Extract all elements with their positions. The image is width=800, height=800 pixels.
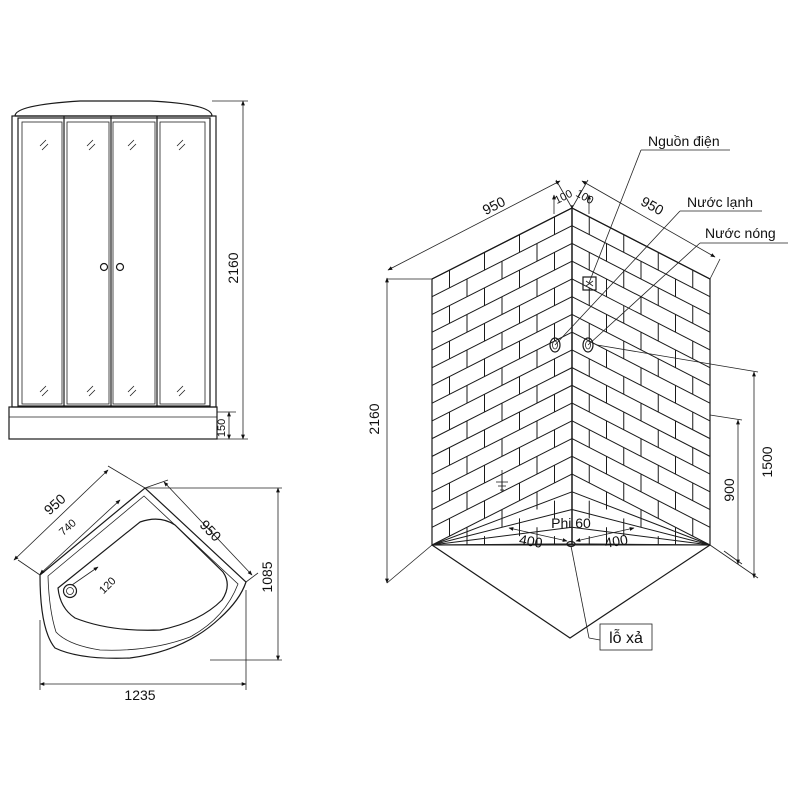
plan-inner-dimension — [39, 499, 121, 575]
plan-drain-offset-label: 120 — [97, 575, 118, 596]
plan-basin — [57, 518, 228, 631]
plan-side-b-dimension — [163, 481, 253, 576]
right-door-handle — [115, 262, 125, 272]
left-door-panel — [66, 121, 110, 405]
glass-reflection-marks — [39, 139, 186, 397]
plan-side-a-dimension — [13, 469, 109, 561]
plan-inner-label: 740 — [57, 517, 79, 538]
front-roof — [14, 100, 213, 117]
iso-drain-right-label: 400 — [603, 531, 629, 551]
front-frame — [11, 115, 217, 408]
hot-water-label: Nước nóng — [705, 225, 776, 241]
left-wall-bricks — [431, 216, 573, 546]
iso-right-width-label: 950 — [638, 193, 666, 218]
right-wall-bricks — [571, 216, 711, 546]
right-fixed-panel — [159, 121, 206, 405]
plan-view: 950 740 950 120 1085 1235 — [13, 465, 282, 703]
drain-label-box — [599, 623, 653, 651]
left-fixed-panel — [21, 121, 63, 405]
front-height-label: 2160 — [225, 252, 241, 283]
drain-label: lỗ xả — [609, 628, 643, 647]
front-view: 2160 150 — [8, 100, 248, 440]
plan-side-a-label: 950 — [41, 490, 69, 518]
iso-drain-diameter-label: Phi 60 — [551, 515, 591, 531]
plan-tray-outline — [39, 487, 247, 659]
plan-depth-label: 1085 — [259, 561, 275, 592]
iso-supply-height-label: 1500 — [759, 446, 775, 477]
iso-offset-left-label: 100 — [553, 188, 575, 207]
hot-water-inlet — [582, 337, 594, 353]
iso-offset-right-label: 100 — [574, 188, 596, 207]
cold-water-label: Nước lạnh — [687, 194, 753, 210]
power-socket — [582, 276, 597, 291]
right-door-panel — [112, 121, 156, 405]
base-height-label: 150 — [216, 419, 228, 437]
left-door-handle — [99, 262, 109, 272]
plan-drain-offset-dimension — [71, 566, 99, 586]
front-base-tray — [8, 406, 218, 440]
iso-floor-edges — [431, 544, 711, 639]
ground-symbol — [496, 470, 508, 491]
cold-water-inlet — [549, 337, 561, 353]
iso-right-width-dimension — [581, 180, 716, 258]
iso-left-width-dimension — [387, 180, 561, 271]
iso-left-width-label: 950 — [480, 193, 508, 218]
plan-width-label: 1235 — [124, 687, 155, 703]
power-label: Nguồn điện — [648, 133, 720, 149]
iso-height-label: 2160 — [366, 403, 382, 434]
iso-drain-left-label: 400 — [518, 531, 544, 551]
iso-mixer-height-label: 900 — [721, 478, 737, 502]
isometric-view: 950 950 100 100 2160 1500 900 — [366, 133, 788, 651]
plan-drain — [62, 583, 78, 599]
